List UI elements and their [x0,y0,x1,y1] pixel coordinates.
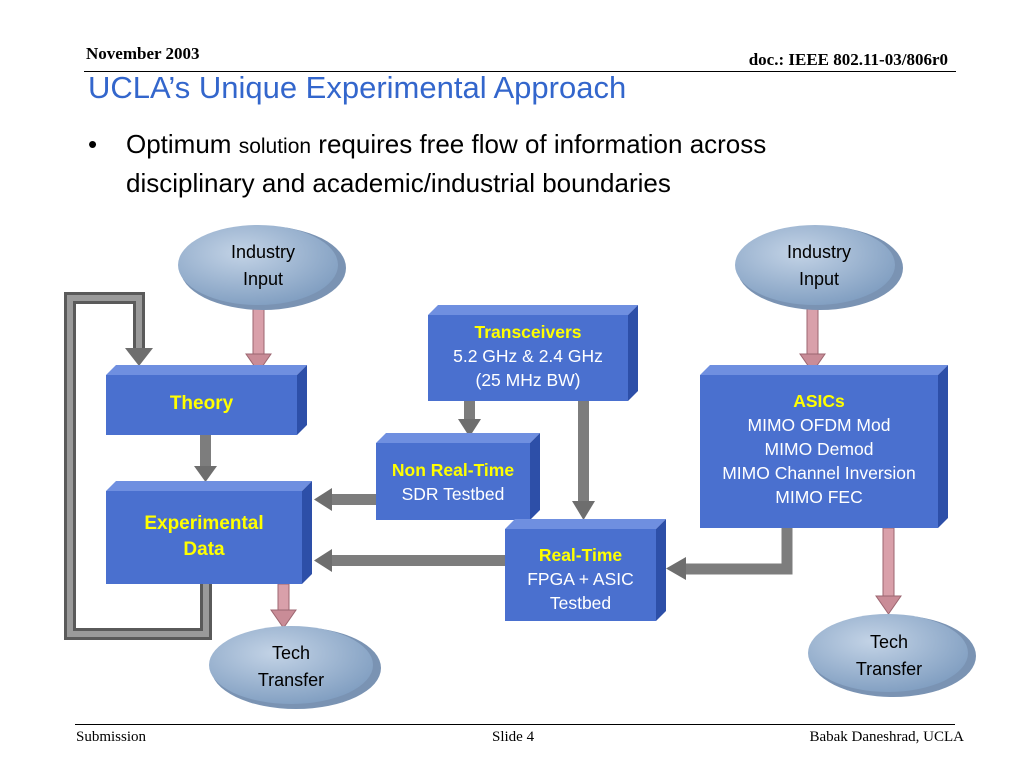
arrow-industry-to-asics [799,305,826,373]
box-theory [106,365,307,435]
tech-transfer-left-line1: Tech [271,643,311,663]
experimental-data-line1: Experimental [144,513,264,534]
arrow-theory-to-data [194,432,217,482]
header-doc-id: doc.: IEEE 802.11-03/806r0 [748,50,948,69]
header-date: November 2003 [86,44,200,63]
experimental-data-line2: Data [183,539,225,560]
asics-line4: MIMO FEC [775,487,863,507]
footer-rule [75,724,955,725]
asics-label: ASICs MIMO OFDM Mod MIMO Demod MIMO Chan… [700,389,938,509]
bullet-dot: • [88,129,98,159]
non-real-time-line1: SDR Testbed [401,484,505,504]
industry-input-right-label: Industry Input [754,239,884,293]
feedback-loop-arrow [64,292,212,640]
tech-transfer-right-label: Tech Transfer [824,629,954,683]
footer-submission: Submission [76,729,147,745]
box-asics [700,365,948,528]
ellipse-tech-transfer-right [808,614,976,697]
slide-title: UCLA’s Unique Experimental Approach [88,70,627,105]
experimental-data-label: Experimental Data [106,511,302,563]
transceivers-label: Transceivers 5.2 GHz & 2.4 GHz (25 MHz B… [428,320,628,392]
box-experimental-data [106,481,312,584]
footer-slide-number: Slide 4 [492,729,535,745]
industry-input-left-label: Industry Input [198,239,328,293]
tech-transfer-right-line2: Transfer [855,659,923,679]
transceivers-line1: 5.2 GHz & 2.4 GHz [453,346,603,366]
footer-author: Babak Daneshrad, UCLA [809,729,964,745]
arrow-asics-to-realtime [666,528,793,580]
real-time-line1: FPGA + ASIC [527,569,634,589]
industry-input-right-line2: Input [798,269,840,289]
tech-transfer-left-line2: Transfer [257,670,325,690]
industry-input-left-line2: Input [242,269,284,289]
box-transceivers [428,305,638,401]
theory-label: Theory [106,392,297,416]
transceivers-line2: (25 MHz BW) [475,370,581,390]
box-non-real-time [376,433,540,520]
ellipse-tech-transfer-left [209,626,381,709]
ellipse-industry-input-right [735,225,903,310]
tech-transfer-right-line1: Tech [869,632,909,652]
real-time-line2: Testbed [549,593,612,613]
header-rule [84,71,956,72]
industry-input-left-line1: Industry [230,242,296,262]
real-time-heading: Real-Time [538,545,623,565]
tech-transfer-left-label: Tech Transfer [226,640,356,694]
bullet-text-2: solution [238,135,312,158]
arrow-transceivers-to-realtime [572,401,595,520]
non-real-time-heading: Non Real-Time [391,460,515,480]
theory-heading: Theory [169,393,234,414]
asics-heading: ASICs [793,391,845,411]
arrow-asics-to-techtransfer [875,527,902,615]
transceivers-heading: Transceivers [474,322,582,342]
bullet-text-1: Optimum [126,129,239,159]
arrow-data-to-techtransfer [270,583,297,629]
asics-line2: MIMO Demod [764,439,874,459]
box-real-time [505,519,666,621]
ellipse-industry-input-left [178,225,346,310]
arrow-industry-to-theory [245,305,272,373]
industry-input-right-line1: Industry [786,242,852,262]
arrow-transceivers-to-nonrealtime [458,401,481,437]
asics-line1: MIMO OFDM Mod [747,415,891,435]
real-time-label: Real-Time FPGA + ASIC Testbed [505,543,656,615]
non-real-time-label: Non Real-Time SDR Testbed [376,458,530,506]
asics-line3: MIMO Channel Inversion [722,463,916,483]
arrow-nonrealtime-to-data [314,488,376,511]
bullet-text-3: requires free flow of information across… [126,129,767,198]
arrow-realtime-to-data [314,549,505,572]
